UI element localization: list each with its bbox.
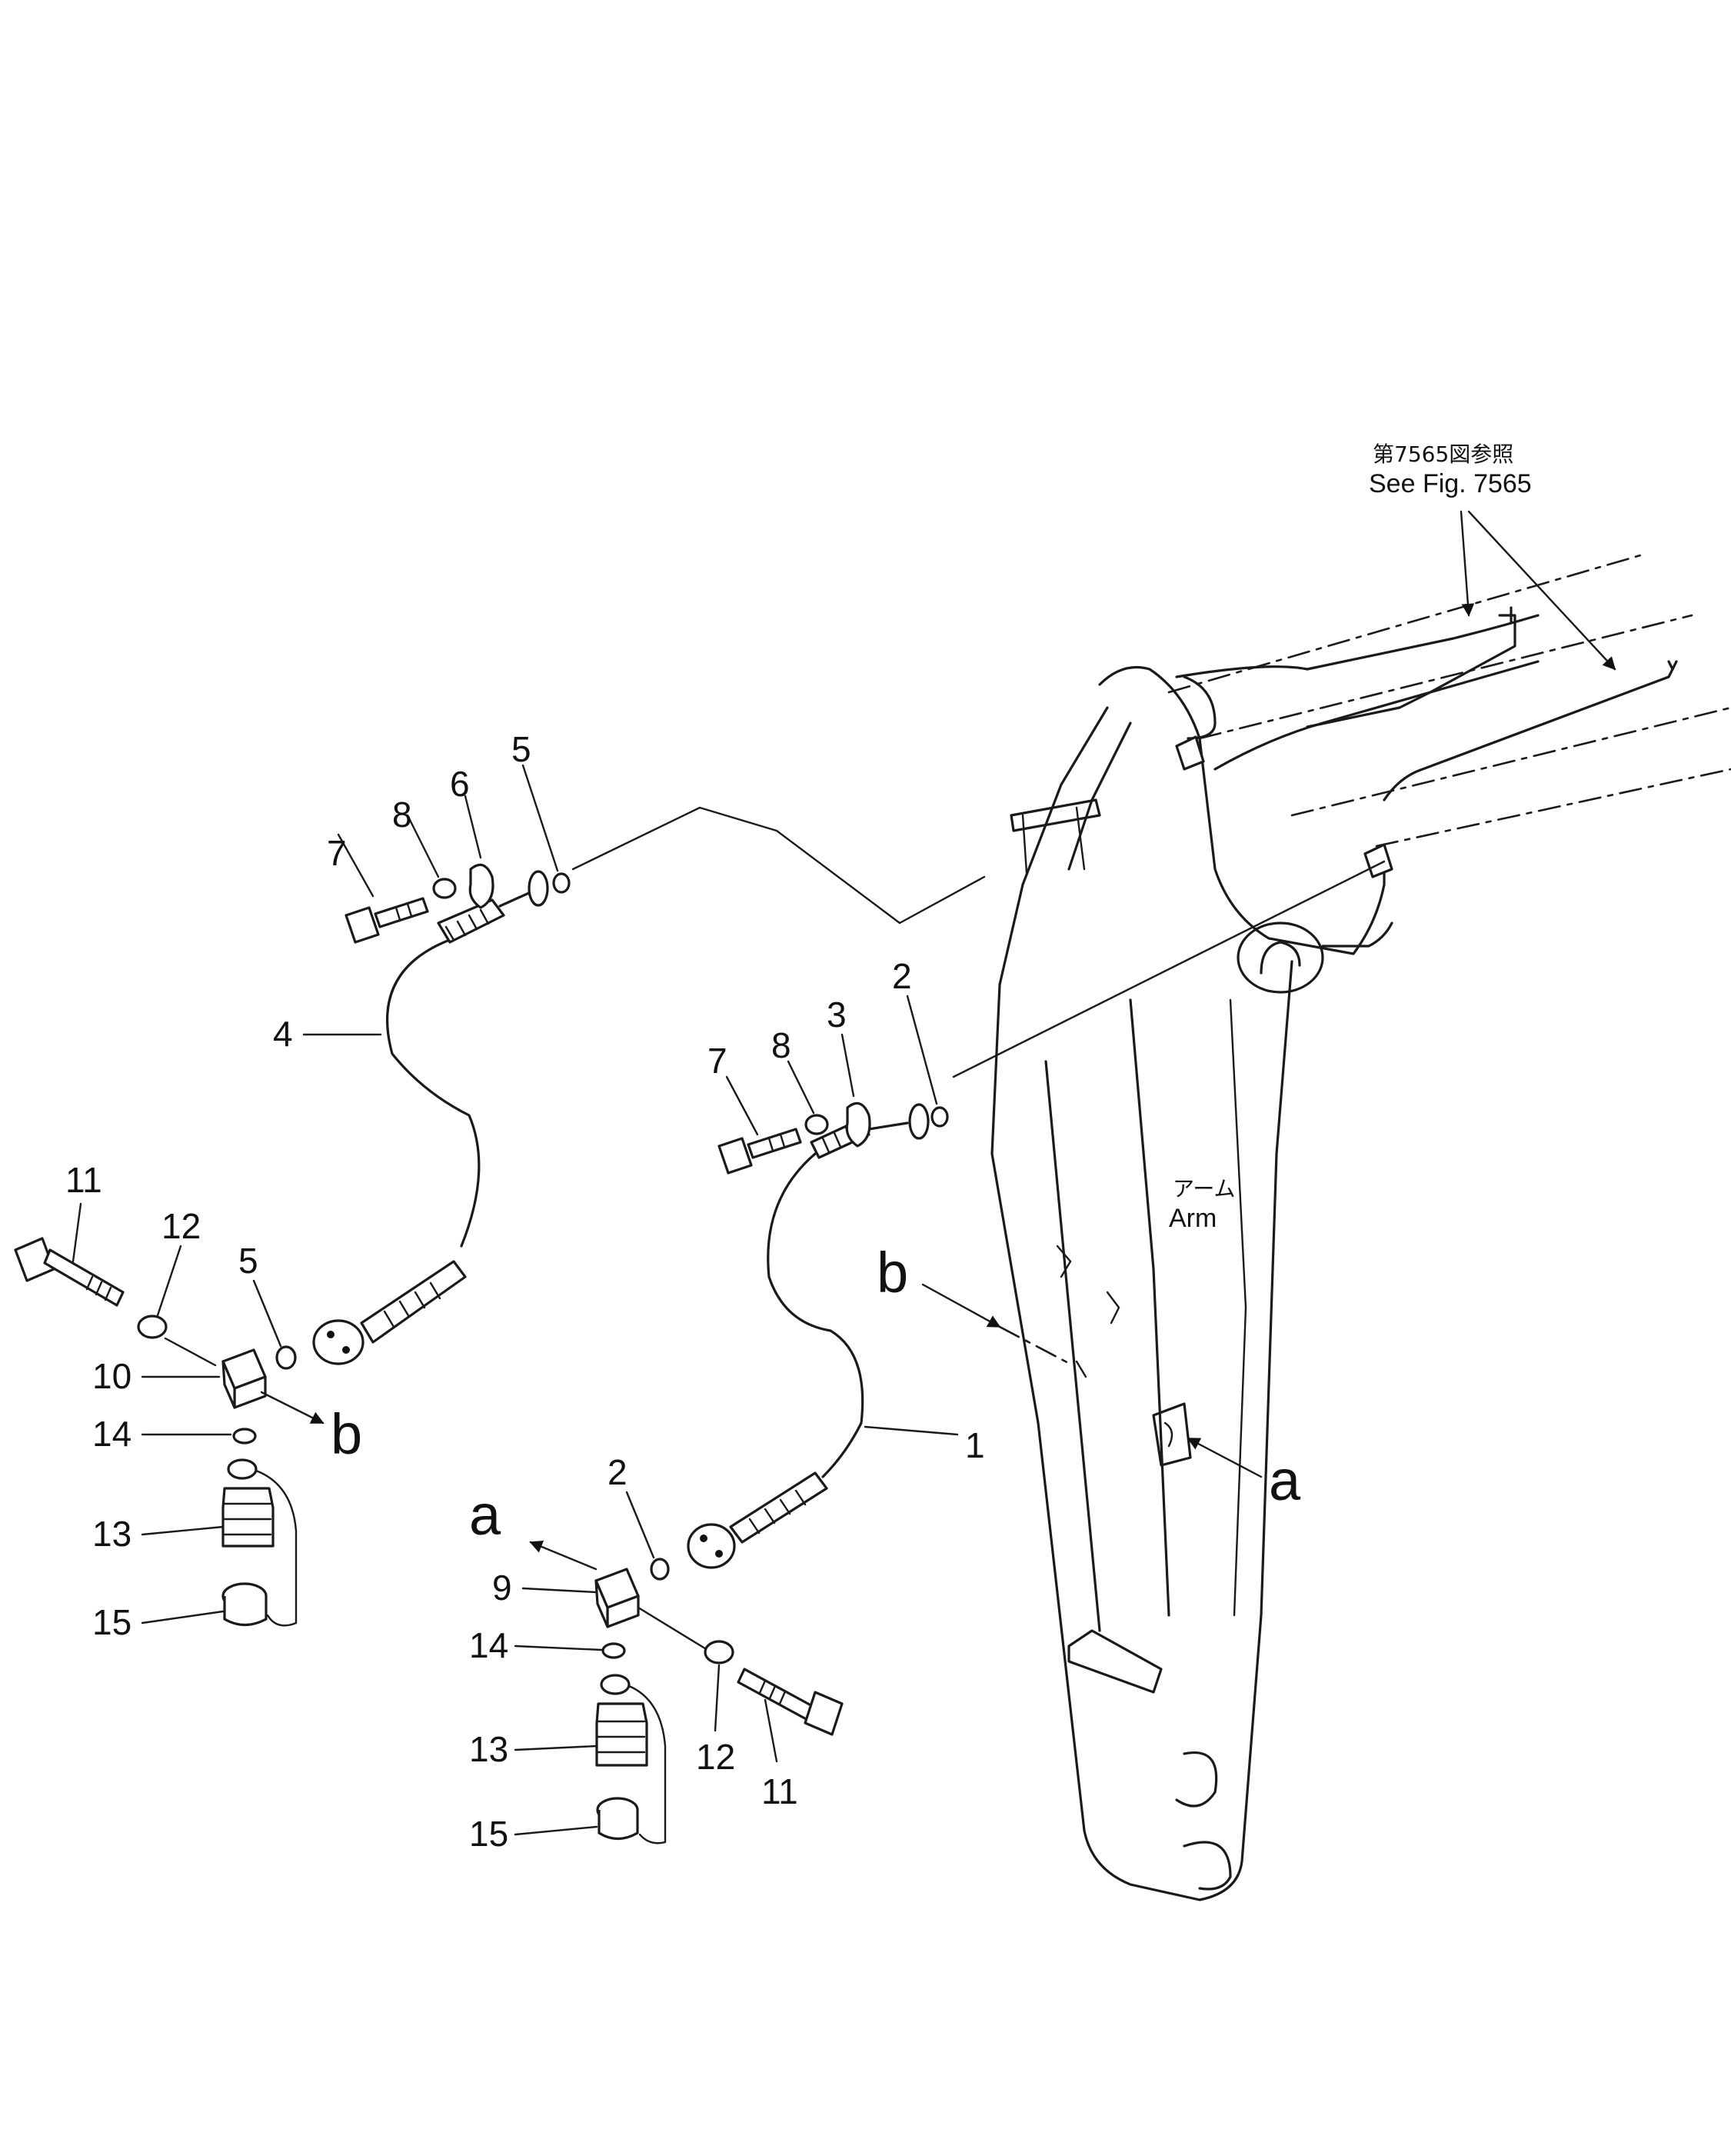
callout-13-lower: 13 — [469, 1729, 508, 1769]
callout-9: 9 — [492, 1568, 512, 1608]
callout-14-left: 14 — [92, 1414, 131, 1454]
view-marker-b-left: b — [331, 1402, 362, 1466]
reference-note-jp: 第7565図参照 — [1373, 442, 1513, 467]
view-marker-a-top: a — [469, 1483, 501, 1547]
callout-11-lower: 11 — [761, 1771, 798, 1811]
callout-12-lower: 12 — [696, 1737, 735, 1777]
callout-3: 3 — [827, 995, 847, 1035]
arm-label-jp: アーム — [1173, 1176, 1235, 1201]
bolt-7-upper — [345, 897, 429, 944]
washer-8-upper — [432, 878, 457, 899]
view-marker-b-top: b — [877, 1241, 908, 1305]
arm-label: アーム Arm — [1169, 1176, 1235, 1233]
callout-10: 10 — [92, 1356, 131, 1396]
callout-15-left: 15 — [92, 1602, 131, 1642]
callout-7-upper: 7 — [327, 833, 347, 873]
callout-15-lower: 15 — [469, 1814, 508, 1854]
callout-8-upper: 8 — [392, 795, 412, 835]
fitting-group-a — [594, 1558, 844, 1844]
arm-structure — [990, 552, 1731, 1901]
hose-assembly-4 — [312, 806, 986, 1365]
view-markers: a a b b — [331, 1241, 1301, 1547]
reference-note-en: See Fig. 7565 — [1369, 469, 1532, 498]
callout-5-lower: 5 — [238, 1241, 258, 1281]
callout-7-mid: 7 — [707, 1041, 727, 1081]
part-callouts: 1 2 2 3 4 5 5 6 7 7 8 8 9 10 11 11 12 12… — [65, 729, 985, 1854]
callout-14-lower: 14 — [469, 1625, 508, 1665]
fitting-group-b — [14, 1237, 298, 1627]
reference-note: 第7565図参照 See Fig. 7565 — [1369, 442, 1532, 498]
o-ring-2-upper — [930, 1106, 949, 1128]
callout-13-left: 13 — [92, 1514, 131, 1554]
o-ring-5-upper — [552, 872, 571, 894]
leader-lines — [72, 764, 959, 1836]
hose-assembly-1 — [687, 1103, 930, 1569]
callout-2-upper: 2 — [892, 956, 912, 996]
split-flange-3 — [845, 1101, 871, 1148]
callout-2-lower: 2 — [608, 1452, 627, 1492]
view-arrows — [260, 510, 1616, 1571]
callout-6: 6 — [450, 764, 470, 804]
washer-8-mid — [804, 1114, 829, 1135]
callout-1: 1 — [965, 1425, 985, 1465]
callout-4: 4 — [273, 1014, 293, 1054]
callout-8-mid: 8 — [771, 1025, 791, 1065]
arm-label-en: Arm — [1169, 1204, 1217, 1233]
hydraulic-tubes — [952, 606, 1678, 1078]
bolt-7-mid — [717, 1128, 802, 1175]
callout-5-upper: 5 — [511, 729, 531, 769]
callout-11-left: 11 — [65, 1160, 102, 1200]
split-flange-6 — [468, 863, 494, 909]
callout-12-left: 12 — [161, 1206, 201, 1246]
view-marker-a-arm: a — [1269, 1448, 1301, 1512]
